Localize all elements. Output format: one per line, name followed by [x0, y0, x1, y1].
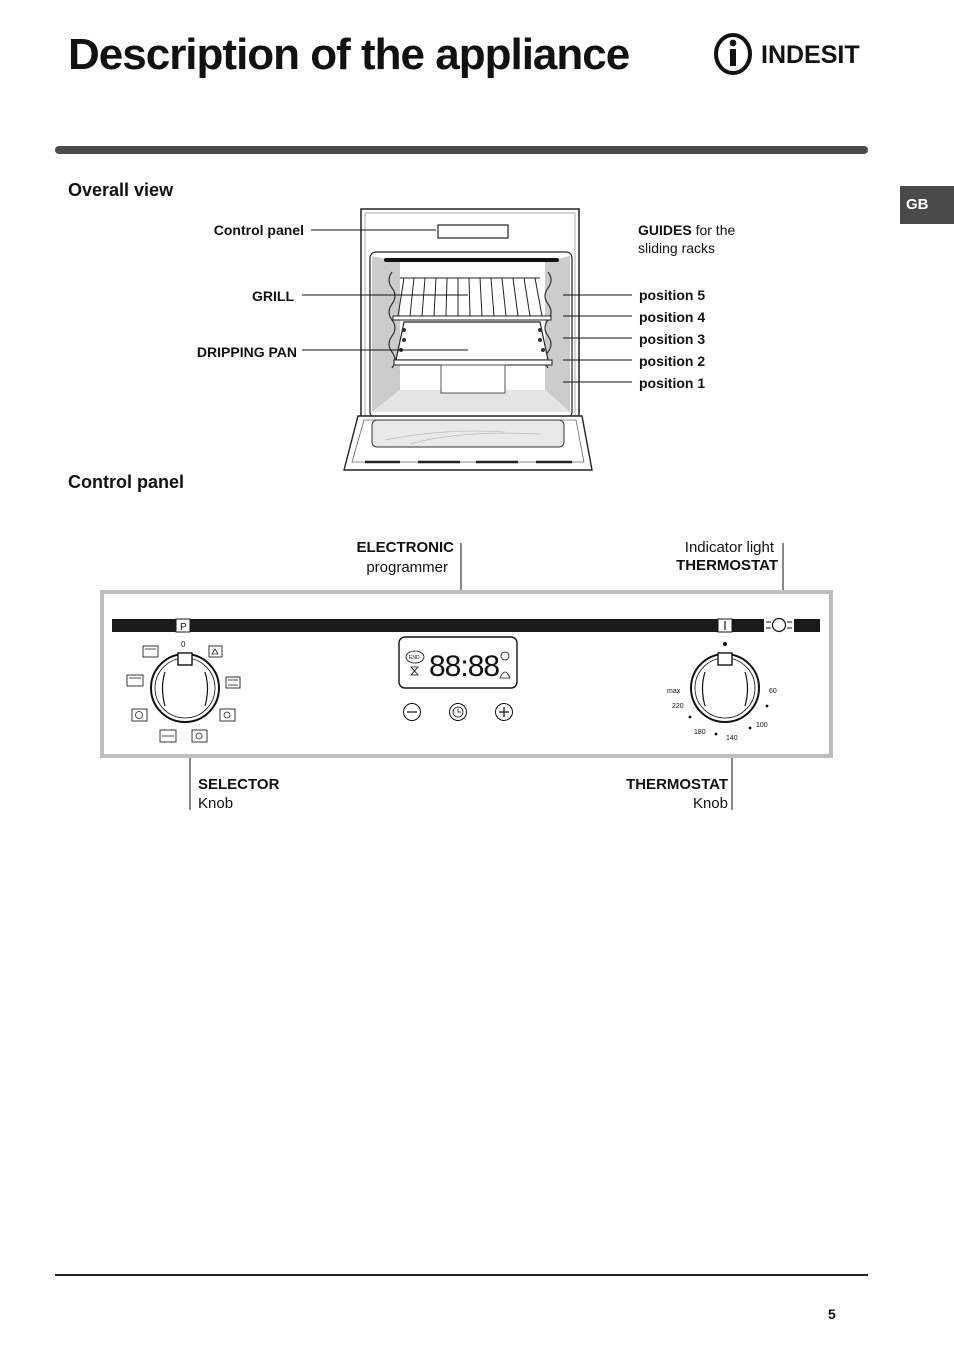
label-guides-line2: sliding racks [638, 240, 716, 256]
label-thermostat-knob-title: THERMOSTAT [626, 776, 728, 793]
label-grill: GRILL [252, 288, 294, 304]
label-guides-rest: for the [691, 222, 736, 238]
selector-knob[interactable] [150, 652, 220, 723]
indesit-logo: INDESIT [714, 33, 860, 75]
label-thermostat-indicator: THERMOSTAT [676, 557, 778, 574]
label-control-panel: Control panel [213, 222, 304, 238]
clock-small-icon [500, 651, 510, 661]
page-number: 5 [828, 1306, 836, 1322]
label-guides-bold: GUIDES [638, 222, 692, 238]
programmer-display [398, 636, 518, 689]
page-title: Description of the appliance [68, 30, 630, 79]
overall-view-heading: Overall view [68, 180, 174, 200]
plus-button[interactable] [495, 703, 513, 721]
label-position-4: position 4 [639, 309, 706, 325]
minus-button[interactable] [403, 703, 421, 721]
control-panel-heading: Control panel [68, 472, 184, 492]
brand-wordmark: INDESIT [761, 41, 860, 69]
svg-text:100: 100 [756, 722, 768, 729]
label-thermostat-knob: Knob [692, 795, 728, 812]
selector-function-icons [126, 645, 241, 743]
selector-zero-mark: 0 [181, 640, 186, 649]
bottom-divider [55, 1274, 868, 1276]
label-dripping-pan: DRIPPING PAN [196, 344, 297, 360]
svg-text:140: 140 [726, 735, 738, 742]
hourglass-icon [410, 666, 419, 676]
programmer-end-label: END [409, 655, 420, 661]
clock-button[interactable] [449, 703, 467, 721]
label-position-5: position 5 [639, 287, 706, 303]
label-selector-knob: Knob [198, 795, 234, 812]
svg-text:60: 60 [769, 688, 777, 695]
control-panel-diagram: P 0 88:88 END [100, 543, 833, 810]
svg-text:max: max [667, 688, 681, 695]
label-guides: GUIDES for the [638, 221, 735, 239]
control-panel-display-outline [437, 224, 509, 239]
label-electronic: ELECTRONIC [356, 539, 455, 556]
top-divider [55, 146, 868, 154]
label-indicator-light: Indicator light [684, 539, 774, 556]
strip-p-label: P [180, 622, 187, 633]
bell-icon [499, 671, 511, 679]
label-position-3: position 3 [639, 331, 706, 347]
thermostat-knob[interactable] [690, 652, 760, 723]
label-selector: SELECTOR [198, 776, 280, 793]
oven-diagram [302, 208, 632, 471]
label-position-2: position 2 [639, 353, 706, 369]
thermostat-scale: max 220 180 140 100 60 [667, 688, 777, 742]
label-position-1: position 1 [639, 375, 706, 391]
svg-text:220: 220 [672, 703, 684, 710]
language-tab: GB [900, 186, 954, 224]
svg-text:180: 180 [694, 729, 706, 736]
programmer-digits: 88:88 [429, 650, 499, 683]
label-programmer: programmer [366, 559, 448, 576]
